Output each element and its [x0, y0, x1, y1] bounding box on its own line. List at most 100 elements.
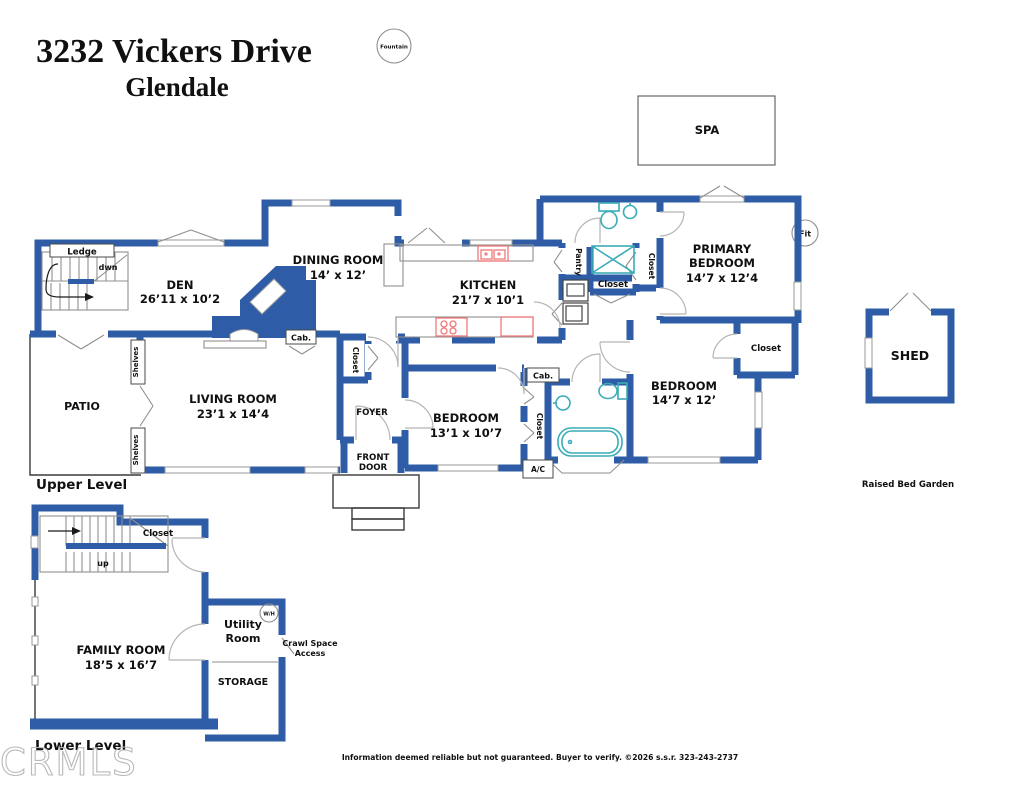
city-subtitle: Glendale — [125, 72, 229, 102]
closet-label-bedroom-front: Closet — [535, 413, 544, 440]
crawl-space-label-1: Crawl Space — [282, 639, 338, 648]
cab-box-living — [285, 329, 317, 345]
wh-label: W/H — [263, 612, 275, 618]
stove-icon — [435, 317, 468, 337]
spa: SPA — [637, 95, 776, 166]
crawl-access-flap — [281, 637, 295, 655]
shed-label: SHED — [891, 348, 929, 363]
primary-bath-fixtures — [591, 202, 638, 274]
title-block: 3232 Vickers Drive Glendale — [36, 33, 312, 102]
den-name: DEN — [166, 278, 193, 292]
water-heater: W/H — [259, 603, 279, 623]
cab-label-hall: Cab. — [533, 372, 553, 381]
cab-label-living: Cab. — [291, 334, 311, 343]
lower-door-gaps — [30, 535, 286, 660]
lower-level-label: Lower Level — [35, 738, 126, 754]
upper-door-gaps — [56, 212, 741, 464]
shelves-label-2: Shelves — [132, 435, 140, 466]
ac-box — [522, 459, 554, 479]
spa-label: SPA — [695, 123, 720, 137]
shed: SHED — [864, 292, 955, 404]
primary-name-1: PRIMARY — [693, 242, 752, 256]
shelves-label-1: Shelves — [132, 347, 140, 378]
upper-level: Ledge dwn — [29, 185, 802, 531]
shelves-box-2 — [130, 427, 146, 474]
raised-bed-garden-label: Raised Bed Garden — [862, 480, 954, 490]
ac-label: A/C — [531, 465, 546, 474]
closet-label-lower: Closet — [143, 529, 173, 539]
upper-door-arcs — [355, 211, 738, 441]
living-dims: 23’1 x 14’4 — [197, 407, 269, 421]
upper-chevrons — [57, 185, 745, 474]
hall-bath-fixtures — [553, 382, 628, 457]
family-name: FAMILY ROOM — [77, 643, 166, 657]
upper-windows — [157, 195, 802, 474]
shelves-box-1 — [130, 339, 146, 385]
closet-label-bedroom-rear: Closet — [751, 344, 781, 354]
up-label: up — [97, 559, 109, 568]
kitchen-fixtures — [383, 243, 534, 338]
dining-name: DINING ROOM — [293, 253, 384, 267]
cab-box-hall — [526, 367, 560, 383]
pantry-label: Pantry — [574, 248, 583, 276]
dwn-label: dwn — [99, 263, 118, 272]
utility-name-2: Room — [225, 632, 260, 645]
address-title: 3232 Vickers Drive — [36, 33, 312, 70]
shed-window — [864, 337, 873, 369]
toilet-tank-icon-2 — [617, 382, 628, 400]
upper-stairs: Ledge dwn — [41, 243, 129, 311]
shower-icon — [591, 245, 635, 274]
kitchen-name: KITCHEN — [460, 278, 517, 292]
fountain: Fountain — [376, 28, 412, 64]
shed-gable — [889, 292, 932, 312]
primary-dims: 14’7 x 12’4 — [686, 271, 758, 285]
foyer-label: FOYER — [356, 408, 388, 418]
dining-cabinet — [383, 243, 404, 287]
kitchen-dims: 21’7 x 10’1 — [452, 293, 524, 307]
kitchen-counter-top — [399, 244, 534, 262]
family-room-windows — [31, 596, 39, 686]
toilet-icon — [600, 210, 618, 230]
toilet-icon-2 — [598, 382, 618, 400]
footer-disclaimer: Information deemed reliable but not guar… — [342, 753, 738, 762]
closet-label-hall: Closet — [598, 280, 628, 290]
lower-room-labels: Closet FAMILY ROOM 18’5 x 16’7 Utility R… — [77, 529, 339, 688]
front-door-label-1: FRONT — [357, 453, 390, 463]
ledge-label: Ledge — [67, 248, 97, 258]
porch-step-2 — [351, 518, 405, 531]
living-name: LIVING ROOM — [189, 392, 277, 406]
patio-label: PATIO — [64, 400, 100, 413]
spa-outline — [637, 95, 776, 166]
bedroom-front-dims: 13’1 x 10’7 — [430, 426, 502, 440]
fountain-circle — [376, 28, 412, 64]
utility-name-1: Utility — [224, 618, 262, 631]
fountain-label: Fountain — [380, 45, 408, 51]
family-dims: 18’5 x 16’7 — [85, 658, 157, 672]
bathtub-icon — [557, 427, 623, 457]
storage-label: STORAGE — [218, 677, 268, 688]
bedroom-rear-dims: 14’7 x 12’ — [652, 393, 716, 407]
fit-label: Fit — [799, 230, 811, 239]
kitchen-counter-bottom — [395, 316, 534, 338]
lower-door-arcs — [168, 537, 206, 661]
closet-label-primary: Closet — [647, 253, 656, 280]
porch — [332, 474, 420, 509]
primary-name-2: BEDROOM — [689, 256, 755, 270]
crawl-space-label-2: Access — [295, 649, 326, 658]
porch-step-1 — [351, 507, 405, 520]
toilet-tank-icon — [598, 202, 620, 212]
lower-stairs: up — [39, 515, 169, 573]
kitchen-sink-icon — [477, 245, 509, 262]
fit-marker: Fit — [791, 219, 819, 247]
patio-outline — [29, 334, 141, 476]
bedroom-front-name: BEDROOM — [433, 411, 499, 425]
bedroom-rear-name: BEDROOM — [651, 379, 717, 393]
fit-circle — [791, 219, 819, 247]
dining-dims: 14’ x 12’ — [310, 268, 366, 282]
front-door-label-2: DOOR — [359, 463, 388, 473]
lower-level: up W/H Closet FAMILY ROOM 18’5 x 16’7 Ut… — [30, 504, 339, 754]
upper-room-labels: DEN 26’11 x 10’2 DINING ROOM 14’ x 12’ K… — [64, 242, 781, 473]
fireplace — [203, 266, 316, 349]
crmls-watermark: CRMLS — [0, 741, 138, 784]
